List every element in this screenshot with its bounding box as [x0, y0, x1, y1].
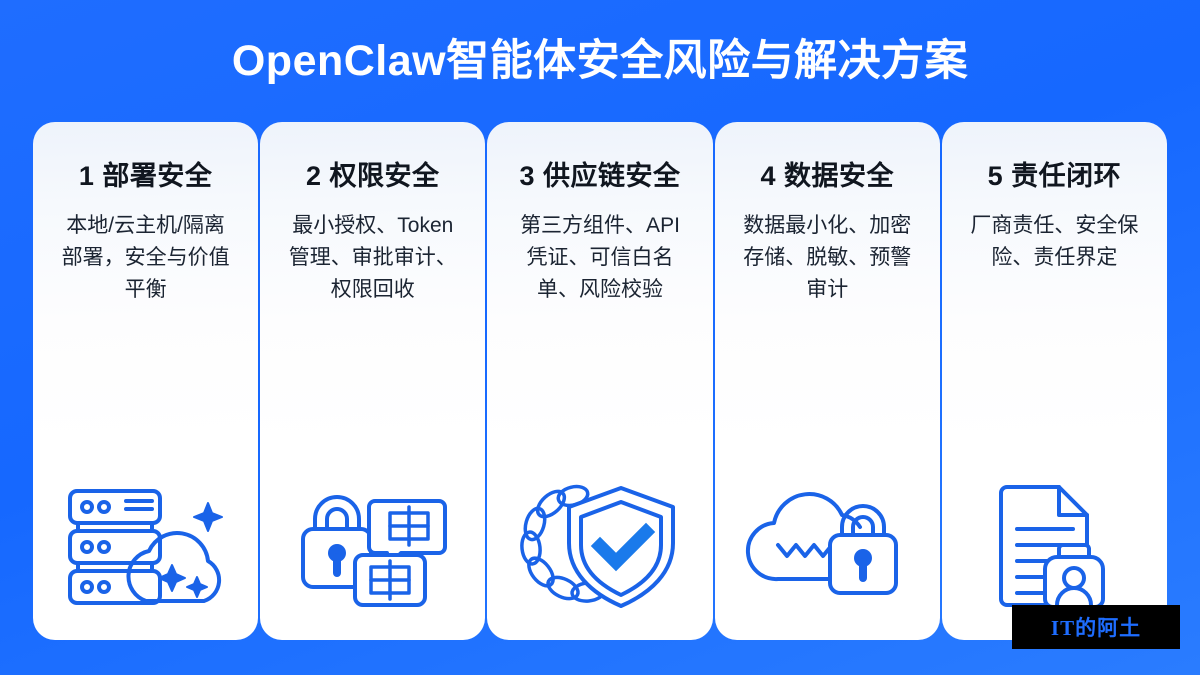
- title-bar: OpenClaw智能体安全风险与解决方案: [0, 0, 1200, 122]
- card-data-security[interactable]: 4 数据安全 数据最小化、加密存储、脱敏、预警审计: [714, 122, 940, 640]
- watermark-text: IT的阿土: [1050, 616, 1142, 640]
- card-heading: 2 权限安全: [306, 161, 440, 191]
- document-id-badge-icon: [942, 482, 1167, 612]
- card-heading: 3 供应链安全: [519, 161, 681, 191]
- card-heading: 4 数据安全: [760, 161, 894, 191]
- card-body: 厂商责任、安全保险、责任界定: [970, 213, 1139, 269]
- card-body: 本地/云主机/隔离部署，安全与价值平衡: [61, 213, 230, 301]
- card-permission-security[interactable]: 2 权限安全 最小授权、Token管理、审批审计、权限回收: [260, 122, 486, 640]
- card-body: 数据最小化、加密存储、脱敏、预警审计: [743, 213, 912, 301]
- lock-approval-icon: [260, 482, 485, 612]
- cloud-lock-icon: [715, 482, 940, 612]
- card-body: 最小授权、Token管理、审批审计、权限回收: [288, 213, 457, 301]
- card-strip: 1 部署安全 本地/云主机/隔离部署，安全与价值平衡 2 权限安: [33, 122, 1168, 640]
- card-deployment-security[interactable]: 1 部署安全 本地/云主机/隔离部署，安全与价值平衡: [33, 122, 259, 640]
- card-heading: 1 部署安全: [78, 161, 213, 191]
- chain-shield-check-icon: [487, 482, 712, 612]
- card-supply-chain-security[interactable]: 3 供应链安全 第三方组件、API凭证、可信白名单、风险校验: [487, 122, 713, 640]
- server-cloud-icon: [33, 482, 258, 612]
- card-accountability-loop[interactable]: 5 责任闭环 厂商责任、安全保险、责任界定: [941, 122, 1168, 640]
- page-title: OpenClaw智能体安全风险与解决方案: [231, 36, 969, 85]
- card-body: 第三方组件、API凭证、可信白名单、风险校验: [520, 213, 680, 301]
- watermark-badge: IT的阿土: [1012, 605, 1180, 649]
- card-heading: 5 责任闭环: [987, 161, 1122, 191]
